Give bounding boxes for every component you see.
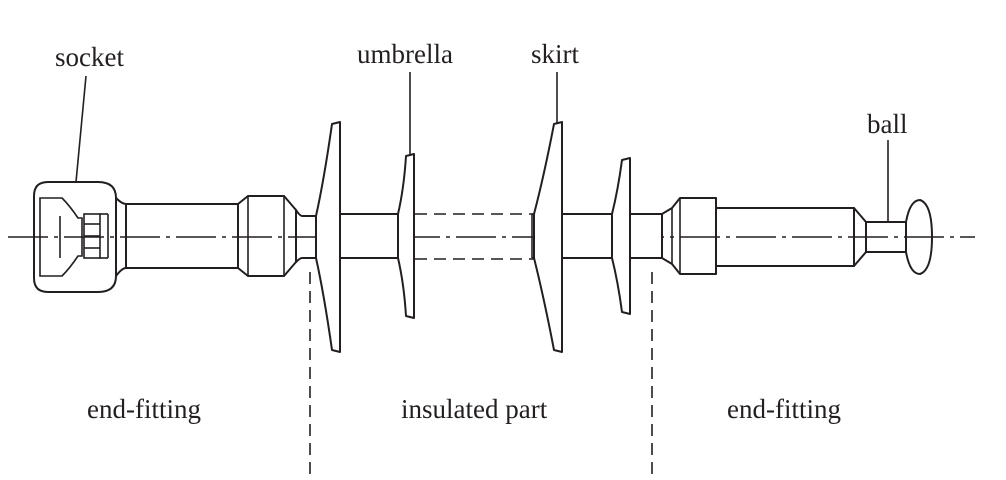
leader-lines [75, 72, 889, 222]
skirt-shed [533, 121, 563, 353]
label-umbrella: umbrella [357, 39, 453, 69]
label-ball: ball [867, 109, 908, 139]
socket-end-fitting [33, 181, 317, 293]
label-skirt: skirt [531, 39, 580, 69]
core-hidden-lines [415, 213, 535, 260]
label-socket: socket [55, 42, 124, 72]
label-end-fitting-left: end-fitting [87, 394, 201, 424]
label-end-fitting-right: end-fitting [727, 394, 841, 424]
ball-end-fitting [661, 197, 933, 275]
label-insulated-part: insulated part [401, 394, 548, 424]
insulated-part [315, 121, 663, 353]
umbrella-shed [397, 153, 415, 319]
